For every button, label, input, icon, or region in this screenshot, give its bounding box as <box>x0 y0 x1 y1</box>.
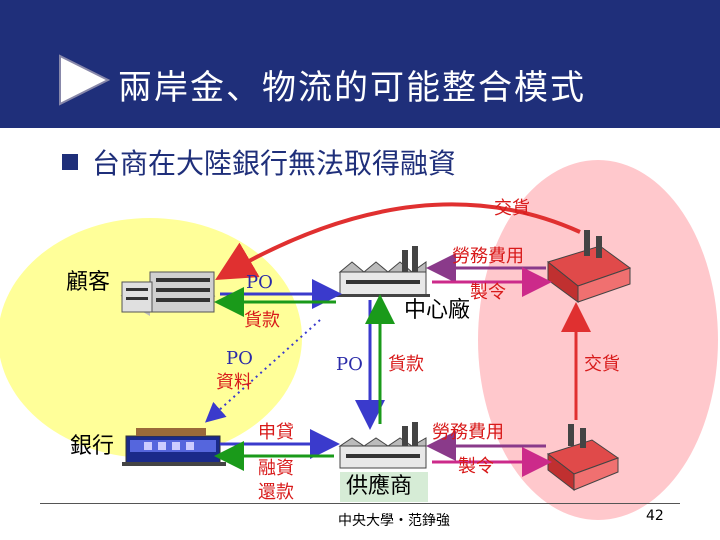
financing-label: 融資 <box>258 458 294 479</box>
customer-zone-ellipse <box>0 218 302 458</box>
supplier-factory-icon <box>338 422 427 469</box>
po-data-dotted-arrow <box>205 319 321 423</box>
footer-credit: 中央大學・范錚強 <box>338 513 450 529</box>
payment-mid-label: 貨款 <box>388 354 424 375</box>
po-mid-label: PO <box>336 354 363 375</box>
service-fee-bottom-label: 勞務費用 <box>432 422 504 443</box>
center-factory-icon <box>336 246 430 297</box>
bank-building-icon <box>122 428 226 466</box>
supplier-label-box <box>340 472 428 502</box>
customer-label: 顧客 <box>66 270 111 295</box>
footer-divider <box>40 503 680 504</box>
header-bar <box>0 0 720 128</box>
repay-label: 還款 <box>258 482 294 503</box>
customer-building-icon <box>120 271 216 316</box>
payment-top-label: 貨款 <box>244 310 280 331</box>
upper-red-factory-icon <box>546 230 632 303</box>
bullet-square <box>62 154 78 170</box>
manufacture-top-label: 製令 <box>470 282 506 303</box>
delivery-curve-arrow <box>215 202 581 281</box>
lower-red-factory-icon <box>546 424 620 492</box>
supplier-zone-ellipse <box>478 160 718 520</box>
po-data-label-2: 資料 <box>216 372 252 393</box>
center-factory-label: 中心廠 <box>404 298 471 323</box>
supplier-label: 供應商 <box>346 474 413 499</box>
play-arrow-icon <box>59 54 111 106</box>
service-fee-top-label: 勞務費用 <box>452 246 524 267</box>
delivery-right-label: 交貨 <box>584 354 620 375</box>
po-top-label: PO <box>246 272 273 293</box>
manufacture-bottom-label: 製令 <box>458 456 494 477</box>
loan-apply-label: 申貸 <box>258 422 294 443</box>
delivery-top-label: 交貨 <box>494 198 530 219</box>
page-subtitle: 台商在大陸銀行無法取得融資 <box>92 147 457 180</box>
page-title: 兩岸金、物流的可能整合模式 <box>118 68 586 108</box>
bank-label: 銀行 <box>70 434 115 459</box>
po-data-label-1: PO <box>226 348 253 369</box>
page-number: 42 <box>646 508 664 524</box>
